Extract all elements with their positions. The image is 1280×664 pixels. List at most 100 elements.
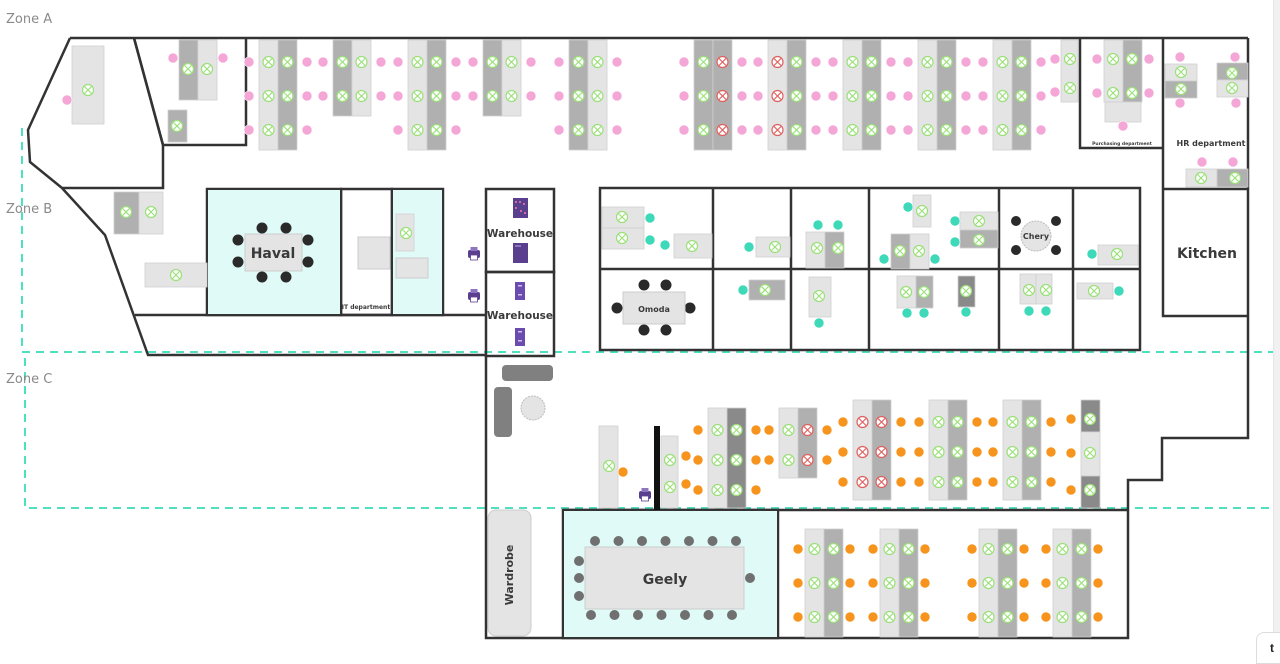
seat-badge[interactable]	[1018, 543, 1030, 555]
seat-badge[interactable]	[553, 90, 565, 102]
seat-badge[interactable]	[1040, 305, 1052, 317]
seat-badge[interactable]	[1092, 543, 1104, 555]
seat-badge[interactable]	[1092, 577, 1104, 589]
seat-badge[interactable]	[217, 52, 229, 64]
seat-badge[interactable]	[1065, 447, 1077, 459]
seat-available-icon[interactable]	[1056, 576, 1069, 590]
seat-available-icon[interactable]	[411, 123, 424, 137]
seat-badge[interactable]	[678, 56, 690, 68]
seat-available-icon[interactable]	[951, 475, 964, 489]
seat-available-icon[interactable]	[1225, 66, 1239, 80]
seat-available-icon[interactable]	[336, 89, 349, 103]
seat-available-icon[interactable]	[730, 453, 743, 467]
seat-badge[interactable]	[971, 476, 983, 488]
seat-badge[interactable]	[1092, 611, 1104, 623]
seat-available-icon[interactable]	[846, 123, 859, 137]
corner-button[interactable]: t	[1256, 632, 1280, 664]
printer-icon[interactable]	[639, 488, 651, 502]
seat-available-icon[interactable]	[1174, 65, 1188, 79]
seat-badge[interactable]	[243, 56, 255, 68]
seat-available-icon[interactable]	[486, 89, 499, 103]
seat-available-icon[interactable]	[711, 423, 724, 437]
seat-available-icon[interactable]	[281, 55, 294, 69]
seat-available-icon[interactable]	[355, 55, 368, 69]
seat-occupied-icon[interactable]	[771, 89, 784, 103]
seat-occupied-icon[interactable]	[875, 475, 888, 489]
seat-available-icon[interactable]	[430, 55, 443, 69]
seat-available-icon[interactable]	[940, 55, 953, 69]
seat-badge[interactable]	[895, 476, 907, 488]
seat-badge[interactable]	[966, 577, 978, 589]
seat-available-icon[interactable]	[932, 475, 945, 489]
seat-available-icon[interactable]	[572, 123, 585, 137]
seat-badge[interactable]	[317, 90, 329, 102]
seat-available-icon[interactable]	[1063, 52, 1077, 66]
printer-icon[interactable]	[468, 289, 480, 303]
seat-badge[interactable]	[736, 56, 748, 68]
seat-available-icon[interactable]	[1125, 86, 1139, 100]
seat-available-icon[interactable]	[1228, 171, 1242, 185]
seat-badge[interactable]	[949, 236, 961, 248]
seat-available-icon[interactable]	[865, 123, 878, 137]
seat-available-icon[interactable]	[1083, 412, 1097, 426]
seat-badge[interactable]	[392, 56, 404, 68]
seat-available-icon[interactable]	[486, 55, 499, 69]
seat-occupied-icon[interactable]	[716, 55, 729, 69]
seat-available-icon[interactable]	[883, 610, 896, 624]
seat-available-icon[interactable]	[697, 123, 710, 137]
seat-badge[interactable]	[1023, 305, 1035, 317]
seat-available-icon[interactable]	[336, 55, 349, 69]
seat-available-icon[interactable]	[1106, 86, 1120, 100]
seat-badge[interactable]	[553, 124, 565, 136]
seat-badge[interactable]	[960, 90, 972, 102]
seat-available-icon[interactable]	[505, 55, 518, 69]
seat-badge[interactable]	[467, 90, 479, 102]
seat-badge[interactable]	[1091, 53, 1103, 65]
seat-available-icon[interactable]	[1015, 55, 1028, 69]
seat-available-icon[interactable]	[200, 62, 214, 76]
seat-badge[interactable]	[827, 56, 839, 68]
seat-available-icon[interactable]	[902, 542, 915, 556]
seat-available-icon[interactable]	[355, 89, 368, 103]
seat-available-icon[interactable]	[827, 576, 840, 590]
seat-available-icon[interactable]	[827, 542, 840, 556]
seat-available-icon[interactable]	[921, 123, 934, 137]
seat-available-icon[interactable]	[808, 610, 821, 624]
seat-available-icon[interactable]	[572, 55, 585, 69]
seat-badge[interactable]	[837, 476, 849, 488]
seat-badge[interactable]	[885, 90, 897, 102]
seat-available-icon[interactable]	[758, 283, 772, 297]
seat-occupied-icon[interactable]	[856, 415, 869, 429]
seat-badge[interactable]	[1113, 285, 1125, 297]
seat-available-icon[interactable]	[262, 55, 275, 69]
seat-available-icon[interactable]	[1039, 283, 1053, 297]
seat-available-icon[interactable]	[1194, 171, 1208, 185]
seat-badge[interactable]	[1065, 413, 1077, 425]
seat-available-icon[interactable]	[262, 123, 275, 137]
seat-available-icon[interactable]	[1174, 82, 1188, 96]
seat-badge[interactable]	[1065, 484, 1077, 496]
seat-badge[interactable]	[611, 124, 623, 136]
seat-available-icon[interactable]	[932, 445, 945, 459]
seat-available-icon[interactable]	[430, 89, 443, 103]
seat-badge[interactable]	[1091, 87, 1103, 99]
seat-badge[interactable]	[1049, 53, 1061, 65]
seat-badge[interactable]	[752, 56, 764, 68]
seat-badge[interactable]	[525, 90, 537, 102]
seat-occupied-icon[interactable]	[771, 123, 784, 137]
seat-available-icon[interactable]	[810, 241, 824, 255]
seat-badge[interactable]	[832, 219, 844, 231]
seat-badge[interactable]	[1045, 416, 1057, 428]
seat-available-icon[interactable]	[959, 284, 973, 298]
seat-badge[interactable]	[1018, 611, 1030, 623]
seat-available-icon[interactable]	[1075, 542, 1088, 556]
seat-badge[interactable]	[913, 416, 925, 428]
seat-badge[interactable]	[966, 543, 978, 555]
seat-available-icon[interactable]	[144, 205, 158, 219]
chery-table[interactable]	[1020, 220, 1052, 252]
seat-badge[interactable]	[902, 124, 914, 136]
seat-occupied-icon[interactable]	[875, 445, 888, 459]
seat-occupied-icon[interactable]	[801, 453, 814, 467]
seat-available-icon[interactable]	[808, 576, 821, 590]
seat-available-icon[interactable]	[1006, 445, 1019, 459]
